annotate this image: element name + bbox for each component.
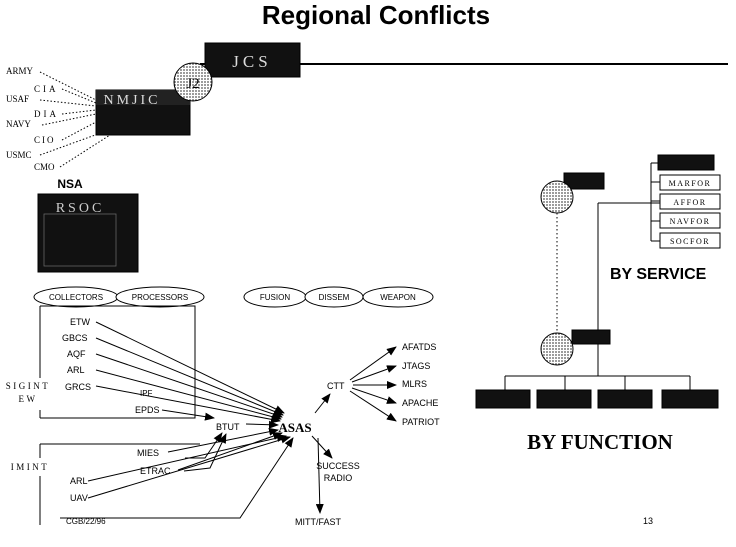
success-radio-line-2: RADIO	[324, 473, 353, 483]
flow-arrows	[60, 321, 397, 519]
function-j2-circle	[540, 332, 574, 366]
nmjic-label: NMJIC	[103, 93, 160, 108]
j2-circle: J2	[173, 62, 213, 102]
sensor-gbcs: GBCS	[62, 333, 88, 343]
component-navfor: NAVFOR	[670, 217, 711, 226]
hub-ctt: CTT	[327, 381, 345, 391]
service-head-box	[657, 154, 715, 171]
component-marfor: MARFOR	[669, 179, 712, 188]
arrow-aqf-asas	[95, 353, 283, 418]
arrow-etrac-btut	[183, 433, 227, 472]
sigint-group: SIGINT EW ETW GBCS AQF ARL GRCS IPF EPDS	[6, 305, 196, 419]
rsoc-box: RSOC	[37, 193, 139, 273]
arrow-uav-asas	[87, 435, 291, 499]
sensor-etw: ETW	[70, 317, 91, 327]
arrow-asas-mitt	[315, 437, 324, 514]
component-affor: AFFOR	[673, 198, 706, 207]
output-afatds: AFATDS	[402, 342, 436, 352]
function-box-1	[475, 389, 531, 409]
jcs-box: JCS	[204, 42, 301, 78]
agency-list: ARMY CIA USAF DIA NAVY CIO USMC CMO	[6, 66, 59, 172]
stage-bubbles: COLLECTORS PROCESSORS FUSION DISSEM WEAP…	[33, 286, 434, 308]
arrow-arl-asas	[95, 369, 282, 421]
by-service-label: BY SERVICE	[610, 266, 707, 283]
arrow-grcs-asas	[95, 385, 281, 424]
arrow-gbcs-asas	[95, 337, 284, 416]
bubble-processors: PROCESSORS	[132, 293, 188, 302]
arrow-mies-btut	[185, 432, 223, 459]
function-box-4	[661, 389, 719, 409]
function-box-3	[597, 389, 653, 409]
sigint-label-line-2: EW	[19, 394, 38, 404]
arrow-asas-radio	[311, 435, 333, 459]
service-j2-circle	[540, 180, 574, 214]
joint-command-box	[563, 172, 605, 190]
output-mlrs: MLRS	[402, 379, 427, 389]
hub-btut: BTUT	[216, 422, 240, 432]
agency-cmo: CMO	[34, 162, 55, 172]
agency-dia: DIA	[34, 109, 59, 119]
arrow-ctt-patriot	[349, 390, 397, 422]
sensor-etrac: ETRAC	[140, 466, 171, 476]
imint-group: IMINT MIES ETRAC ARL UAV	[11, 443, 200, 525]
arrow-etrac-asas	[177, 432, 283, 471]
bubble-collectors: COLLECTORS	[49, 293, 103, 302]
by-function-label: BY FUNCTION	[527, 430, 673, 454]
page-number: 13	[643, 516, 653, 526]
service-org-chart: MARFOR AFFOR NAVFOR SOCFOR	[540, 154, 721, 340]
hub-mitt-fast: MITT/FAST	[295, 517, 342, 527]
agency-cio: CIO	[34, 135, 56, 145]
nmjic-box: NMJIC	[95, 89, 191, 136]
output-patriot: PATRIOT	[402, 417, 440, 427]
bubble-weapon: WEAPON	[380, 293, 416, 302]
hub-asas: ASAS	[278, 420, 311, 435]
rsoc-label: RSOC	[56, 201, 105, 216]
success-radio-line-1: SUCCESS	[316, 461, 360, 471]
agency-cia: CIA	[34, 84, 59, 94]
sensor-aqf: AQF	[67, 349, 86, 359]
sigint-label-line-1: SIGINT	[6, 381, 51, 391]
output-apache: APACHE	[402, 398, 438, 408]
page-title: Regional Conflicts	[262, 0, 490, 30]
processor-ipf: IPF	[140, 389, 153, 398]
footer-code: CGB/22/96	[66, 517, 106, 526]
function-org-chart	[475, 329, 719, 409]
agency-dotted-links	[39, 71, 111, 168]
sensor-arl-imint: ARL	[70, 476, 88, 486]
sensor-arl-sigint: ARL	[67, 365, 85, 375]
j2-label: J2	[186, 76, 199, 92]
imint-label: IMINT	[11, 462, 50, 472]
bubble-fusion: FUSION	[260, 293, 290, 302]
arrow-ctt-apache	[351, 387, 397, 404]
jcs-label: JCS	[232, 52, 271, 71]
arrow-asas-ctt	[314, 393, 331, 414]
arrow-etw-asas	[95, 321, 285, 414]
agency-army: ARMY	[6, 66, 34, 76]
bubble-dissem: DISSEM	[319, 293, 350, 302]
arrow-btut-asas	[245, 420, 279, 429]
arrow-cgb-asas	[60, 437, 294, 519]
component-socfor: SOCFOR	[670, 237, 710, 246]
arrow-ctt-jtags	[351, 365, 397, 383]
nsa-label: NSA	[57, 177, 83, 191]
agency-usmc: USMC	[6, 150, 32, 160]
agency-usaf: USAF	[6, 94, 29, 104]
sensor-grcs: GRCS	[65, 382, 91, 392]
arrow-epds-btut	[161, 409, 215, 421]
arrow-ctt-afatds	[349, 346, 397, 381]
agency-navy: NAVY	[6, 119, 31, 129]
output-jtags: JTAGS	[402, 361, 430, 371]
processor-epds: EPDS	[135, 405, 160, 415]
function-head-box	[571, 329, 611, 345]
sensor-mies: MIES	[137, 448, 159, 458]
function-box-2	[536, 389, 592, 409]
sensor-uav: UAV	[70, 493, 88, 503]
